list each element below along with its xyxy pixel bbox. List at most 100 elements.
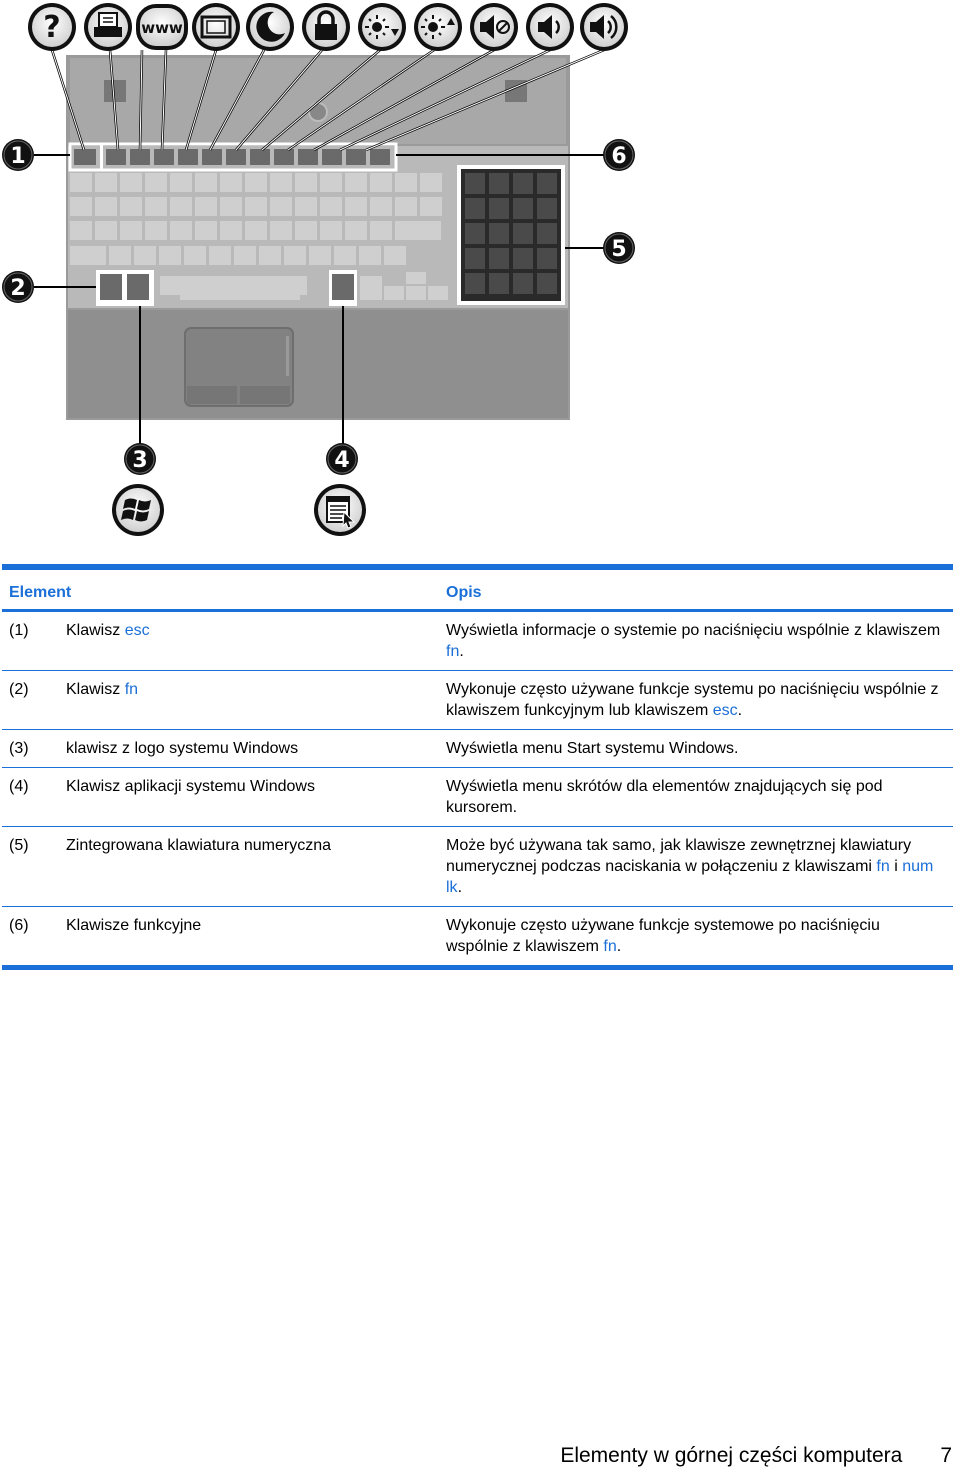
row-description: Wyświetla menu Start systemu Windows. [446,740,739,757]
keyboard-key [70,173,92,192]
keyboard-figure: ? www [2,3,635,536]
svg-text:?: ? [43,10,60,45]
row-number: (3) [9,740,29,757]
volume-up-icon [580,3,628,51]
spacebar-key [180,276,300,300]
numpad-keys [465,173,557,294]
keyboard-key [360,276,382,300]
keyboard-key [70,246,106,265]
keyboard-key [295,197,317,216]
row-element: Klawisze funkcyjne [66,917,202,934]
keyboard-key [370,173,392,192]
keyboard-key [284,246,306,265]
callout-connectors [34,154,604,445]
keyboard-key [370,197,392,216]
keyboard-key [395,221,441,240]
table-row: (4) Klawisz aplikacji systemu Windows Wy… [2,768,953,827]
row-description: Wyświetla informacje o systemie po naciś… [446,622,941,660]
callout-2: 2 [2,271,34,303]
function-key [370,149,390,165]
row-element: Klawisz aplikacji systemu Windows [66,778,315,795]
numpad-key [513,273,533,294]
callout-6: 6 [603,139,635,171]
keyboard-key [134,246,156,265]
touchpad [184,327,294,407]
numpad-key [465,198,485,219]
numpad-key [465,273,485,294]
table-row: (5) Zintegrowana klawiatura numeryczna M… [2,827,953,907]
function-key [274,149,294,165]
keyboard-key [195,173,217,192]
windows-logo-icon [112,484,164,536]
numpad-key [513,173,533,194]
row-description: Może być używana tak samo, jak klawisze … [446,837,934,896]
keyboard-key [145,173,167,192]
arrow-key [428,286,448,300]
application-menu-icon [314,484,366,536]
keyboard-key [195,221,217,240]
keyboard-key [245,197,267,216]
function-key [226,149,246,165]
keyboard-key [209,246,231,265]
keyboard-key [195,197,217,216]
volume-down-icon [526,3,574,51]
callout-3: 3 [124,443,156,475]
callout-3-label: 3 [132,448,147,473]
keyboard-key [295,173,317,192]
keyboard-key [70,221,92,240]
keyboard-key [170,197,192,216]
row-element: Zintegrowana klawiatura numeryczna [66,837,332,854]
keyboard-key [220,221,242,240]
callout-1: 1 [2,139,34,171]
lock-icon [302,3,350,51]
keyboard-key [334,246,356,265]
component-table: Element Opis (1) Klawisz esc Wyświetla i… [2,564,953,970]
header-element: Element [9,584,72,601]
keyboard-key [345,221,367,240]
callout-5: 5 [603,232,635,264]
row-element: Klawisz esc [66,622,150,639]
keyboard-key [95,173,117,192]
www-icon: www [136,4,188,50]
numpad-key [465,248,485,269]
keyboard-key [420,173,442,192]
function-key [202,149,222,165]
keyboard-key [184,246,206,265]
help-icon: ? [28,3,76,51]
arrow-key [406,272,426,284]
keyboard-key [320,197,342,216]
function-key [154,149,174,165]
keyboard-key [395,197,417,216]
keyboard-key [120,221,142,240]
keyboard-key [95,221,117,240]
keyboard-key [170,221,192,240]
row-number: (6) [9,917,29,934]
numpad-key [489,248,509,269]
keyboard-key [95,197,117,216]
brightness-up-icon [414,3,462,51]
numpad-key [513,248,533,269]
callout-4: 4 [326,443,358,475]
numpad-key [489,273,509,294]
sleep-icon [246,3,294,51]
brightness-down-icon [358,3,406,51]
table-row: (1) Klawisz esc Wyświetla informacje o s… [2,612,953,671]
table-header: Element Opis [2,570,953,612]
keyboard-key [345,173,367,192]
table-row: (2) Klawisz fn Wykonuje często używane f… [2,671,953,730]
www-icon-text: www [141,19,183,37]
function-key [178,149,198,165]
numpad-key [489,223,509,244]
keyboard-key [145,221,167,240]
callout-4-label: 4 [334,448,349,473]
arrow-key [406,286,426,300]
callout-2-label: 2 [10,276,25,301]
keyboard-key [384,246,406,265]
print-icon [84,3,132,51]
row-element: Klawisz fn [66,681,139,698]
keyboard-key [270,221,292,240]
row-number: (2) [9,681,29,698]
row-description: Wykonuje często używane funkcje systemu … [446,681,939,719]
row-element: klawisz z logo systemu Windows [66,740,299,757]
